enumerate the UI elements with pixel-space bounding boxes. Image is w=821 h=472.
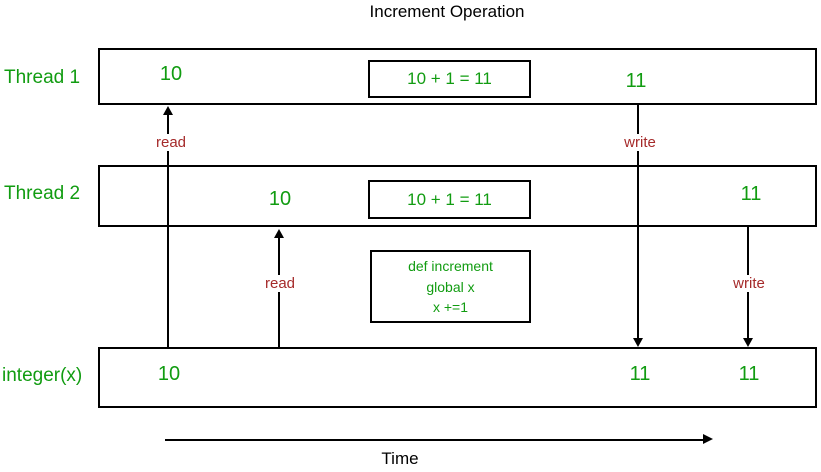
thread2-operation-box: 10 + 1 = 11: [368, 180, 531, 219]
thread1-read-value: 10: [159, 63, 183, 85]
shared-value-after-thread2: 11: [738, 363, 760, 385]
thread1-write-label: write: [621, 134, 659, 151]
code-line-increment: x +=1: [432, 299, 469, 316]
code-line-def: def increment: [408, 257, 493, 274]
shared-value-after-thread1: 11: [629, 363, 651, 385]
thread2-read-value: 10: [268, 188, 292, 210]
thread1-read-arrowhead-icon: [163, 106, 173, 115]
thread2-row-label: Thread 2: [4, 183, 81, 204]
thread1-operation-box: 10 + 1 = 11: [368, 60, 531, 98]
thread2-write-arrowhead-icon: [743, 338, 753, 347]
thread2-write-label: write: [730, 275, 768, 292]
thread2-read-label: read: [261, 275, 299, 292]
increment-function-box: def increment global x x +=1: [370, 250, 531, 323]
thread1-write-arrowhead-icon: [633, 338, 643, 347]
thread2-read-arrowhead-icon: [274, 229, 284, 238]
thread1-read-label: read: [152, 134, 190, 151]
thread1-operation-text: 10 + 1 = 11: [407, 69, 492, 88]
time-axis-label: Time: [381, 449, 419, 468]
time-axis-arrow-line: [165, 439, 705, 441]
code-line-global: global x: [426, 278, 475, 295]
shared-initial-value: 10: [157, 363, 181, 385]
thread1-read-arrow-line: [167, 112, 169, 347]
diagram-title: Increment Operation: [369, 2, 525, 21]
shared-variable-box: [98, 347, 817, 408]
time-axis-arrowhead-icon: [703, 434, 713, 444]
thread1-row-label: Thread 1: [4, 67, 81, 88]
thread2-result-value: 11: [740, 183, 762, 205]
shared-variable-label: integer(x): [2, 365, 83, 386]
thread1-result-value: 11: [625, 70, 647, 92]
thread1-write-arrow-line: [637, 105, 639, 339]
thread2-operation-text: 10 + 1 = 11: [407, 189, 492, 209]
